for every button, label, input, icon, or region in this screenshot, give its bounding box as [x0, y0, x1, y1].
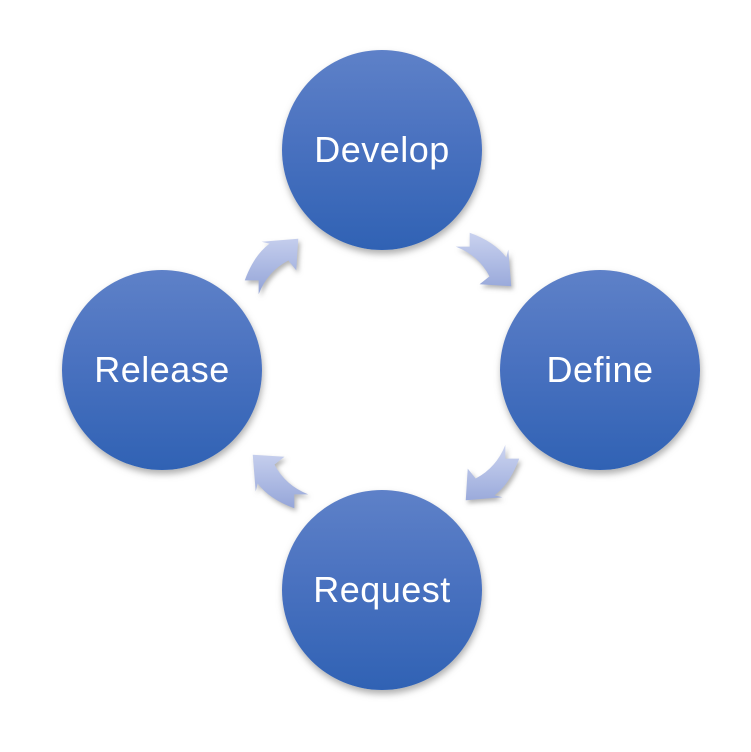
node-label-release: Release	[94, 349, 230, 390]
cycle-arrow-develop-to-define-icon	[438, 212, 538, 312]
cycle-node-define: Define	[500, 270, 700, 470]
cycle-node-develop: Develop	[282, 50, 482, 250]
cycle-arrow-release-to-develop-icon	[224, 212, 324, 312]
node-label-develop: Develop	[314, 129, 450, 170]
cycle-node-release: Release	[62, 270, 262, 470]
cycle-arrow-request-to-release-icon	[226, 429, 326, 529]
node-label-define: Define	[546, 349, 654, 390]
node-label-request: Request	[313, 569, 451, 610]
cycle-arrow-define-to-request-icon	[440, 427, 540, 527]
cycle-node-request: Request	[282, 490, 482, 690]
